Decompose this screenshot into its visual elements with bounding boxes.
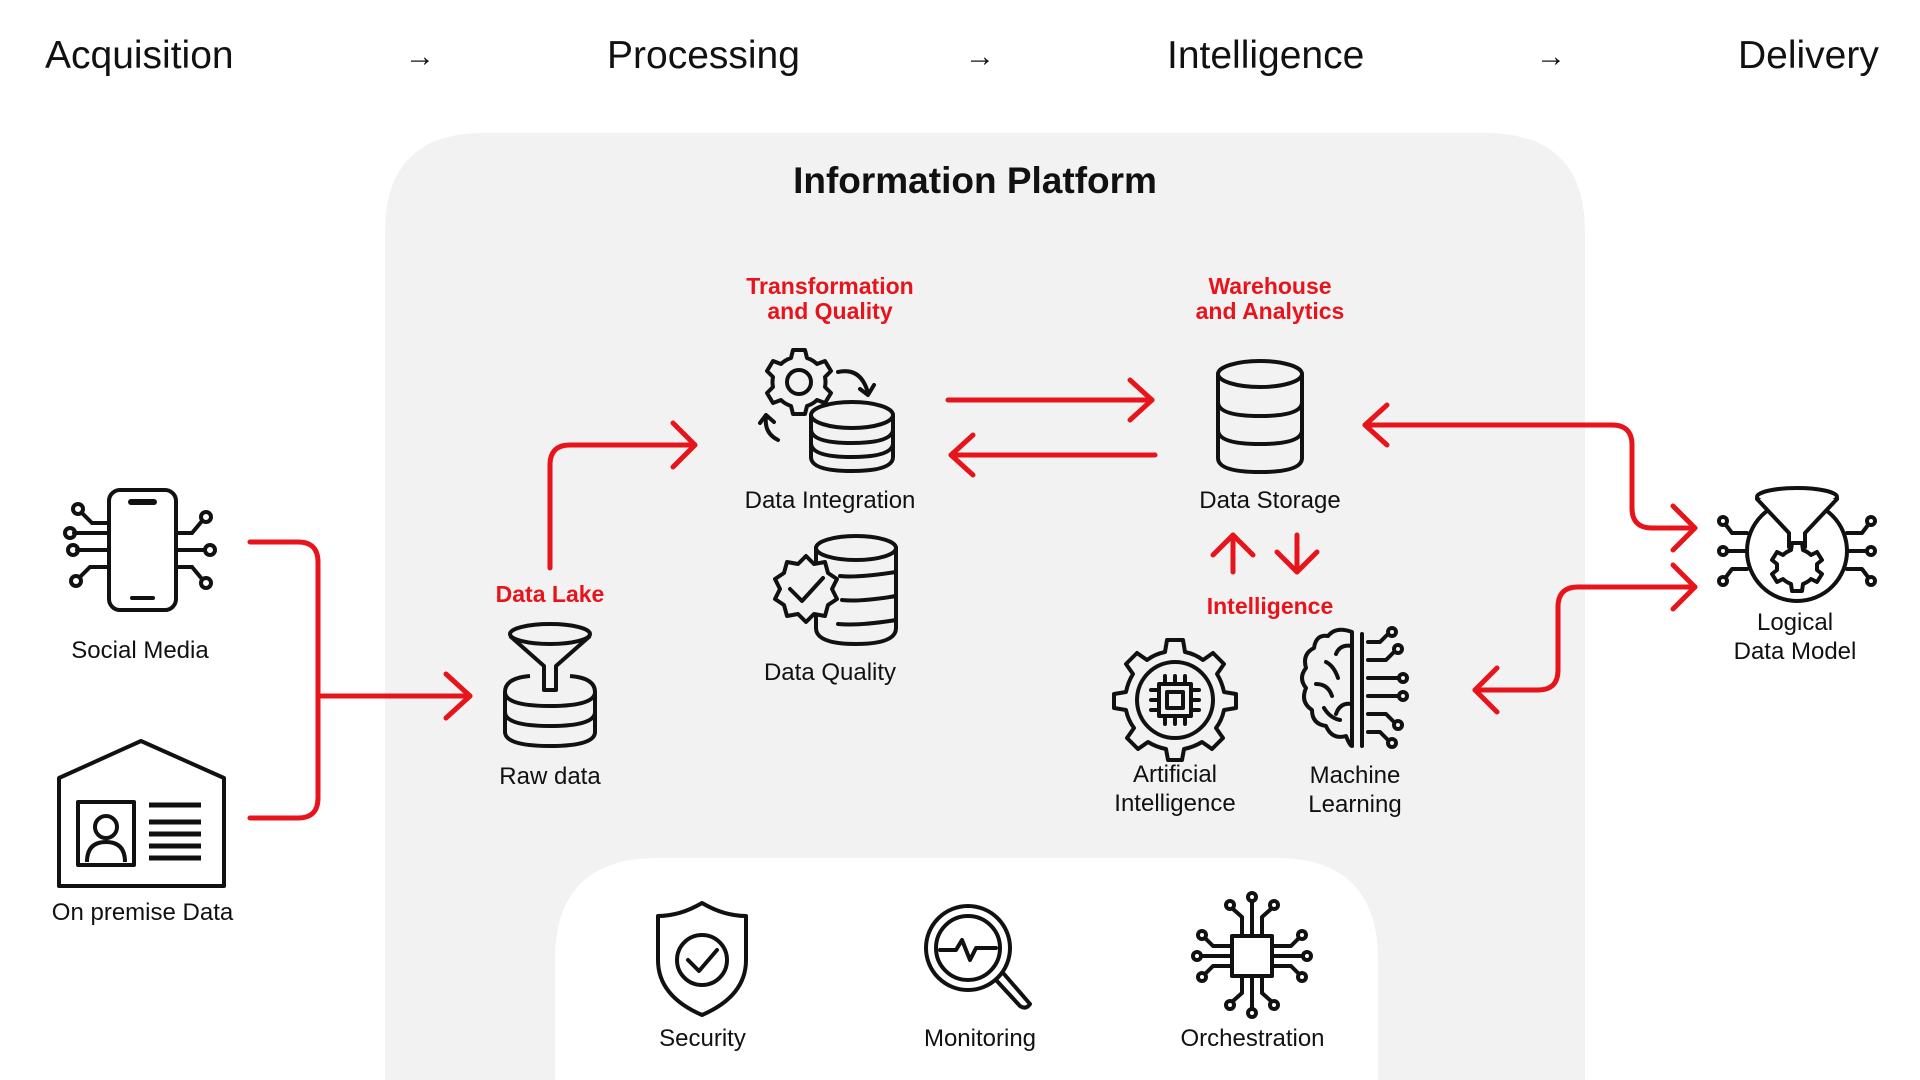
stage-arrow-2: → bbox=[965, 40, 995, 73]
arrowhead-lake-in bbox=[443, 671, 473, 721]
connector-onprem-to-lake bbox=[247, 693, 321, 821]
foundation-panel bbox=[555, 858, 1378, 1080]
caption-security: Security bbox=[659, 1025, 746, 1052]
caption-social-media: Social Media bbox=[71, 637, 209, 664]
caption-logical-data-model: Logical Data Model bbox=[1733, 609, 1857, 665]
caption-raw-data: Raw data bbox=[499, 763, 601, 790]
label-intelligence: Intelligence bbox=[1206, 593, 1334, 619]
stage-arrow-3: → bbox=[1536, 40, 1566, 73]
cpu-chip-network-icon bbox=[1191, 891, 1313, 1019]
platform-title: Information Platform bbox=[793, 160, 1157, 201]
label-data-lake: Data Lake bbox=[495, 581, 605, 607]
arrowhead-integration-in bbox=[670, 420, 698, 470]
arrowhead-intel-out bbox=[1472, 665, 1500, 715]
connector-social-to-lake bbox=[247, 539, 473, 699]
caption-monitoring: Monitoring bbox=[923, 1025, 1037, 1052]
arrowhead-storage-up bbox=[1210, 532, 1256, 558]
caption-data-integration: Data Integration bbox=[744, 487, 916, 514]
stage-intelligence: Intelligence bbox=[1167, 34, 1365, 77]
smartphone-network-icon bbox=[63, 488, 217, 612]
information-platform-panel bbox=[385, 133, 1585, 1080]
shield-check-icon bbox=[656, 901, 748, 1017]
caption-data-quality: Data Quality bbox=[763, 659, 897, 686]
database-icon bbox=[1216, 359, 1304, 474]
funnel-database-icon bbox=[503, 622, 597, 748]
connector-intel-logical bbox=[1472, 584, 1698, 693]
caption-machine-learning: Machine Learning bbox=[1308, 762, 1402, 818]
brain-circuit-icon bbox=[1300, 626, 1409, 749]
label-transformation-quality: Transformation and Quality bbox=[746, 273, 914, 324]
caption-data-storage: Data Storage bbox=[1199, 487, 1341, 514]
stage-processing: Processing bbox=[607, 34, 800, 77]
caption-artificial-intelligence: Artificial Intelligence bbox=[1114, 761, 1236, 817]
stage-acquisition: Acquisition bbox=[45, 34, 234, 77]
badge-check-database-icon bbox=[773, 534, 898, 646]
magnifier-pulse-icon bbox=[924, 904, 1032, 1010]
building-id-card-icon bbox=[57, 739, 226, 888]
caption-orchestration: Orchestration bbox=[1180, 1025, 1325, 1052]
arrowhead-logical-in-1 bbox=[1670, 503, 1698, 553]
connector-storage-logical bbox=[1362, 422, 1698, 531]
arrowhead-logical-in-2 bbox=[1670, 562, 1698, 612]
connector-lake-to-integration bbox=[547, 442, 698, 571]
caption-on-premise: On premise Data bbox=[51, 899, 234, 926]
ai-chip-gear-icon bbox=[1112, 638, 1238, 762]
arrowhead-integration-back bbox=[948, 432, 976, 478]
label-warehouse-analytics: Warehouse and Analytics bbox=[1195, 273, 1345, 324]
stage-arrow-1: → bbox=[405, 40, 435, 73]
logical-data-model-icon bbox=[1717, 486, 1877, 603]
arrowhead-intelligence-down bbox=[1274, 549, 1320, 575]
arrowhead-storage-out bbox=[1362, 402, 1390, 448]
stage-delivery: Delivery bbox=[1738, 34, 1879, 77]
gear-database-sync-icon bbox=[758, 348, 895, 473]
arrowhead-storage-in bbox=[1127, 377, 1155, 423]
